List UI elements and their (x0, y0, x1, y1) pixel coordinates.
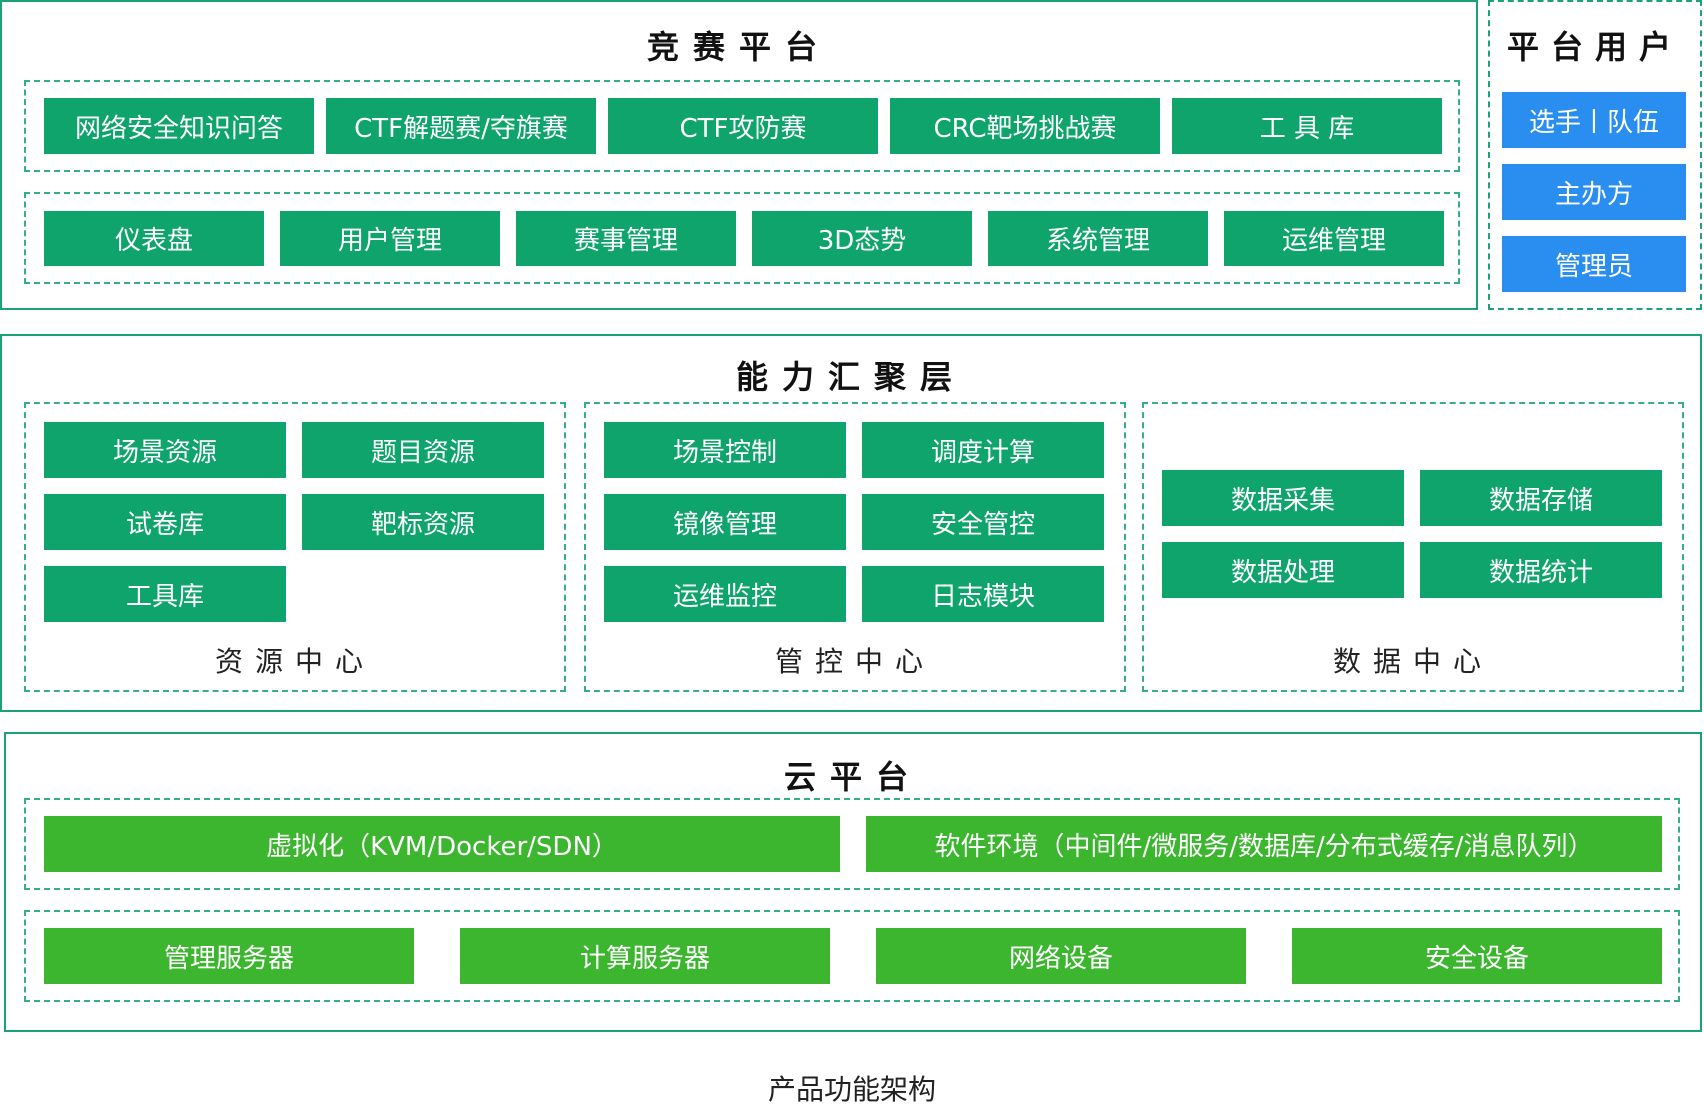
resource-exam-paper[interactable]: 试卷库 (44, 494, 286, 550)
data-storage[interactable]: 数据存储 (1420, 470, 1662, 526)
control-image-management[interactable]: 镜像管理 (604, 494, 846, 550)
module-system-management[interactable]: 系统管理 (988, 211, 1208, 266)
control-log-module[interactable]: 日志模块 (862, 566, 1104, 622)
module-user-management[interactable]: 用户管理 (280, 211, 500, 266)
competition-platform-title: 竞赛平台 (646, 28, 831, 66)
resource-question[interactable]: 题目资源 (302, 422, 544, 478)
competition-row1-group (24, 80, 1460, 172)
capability-layer-title: 能力汇聚层 (735, 358, 966, 396)
user-role-player-team[interactable]: 选手丨队伍 (1502, 92, 1686, 148)
control-scene[interactable]: 场景控制 (604, 422, 846, 478)
module-3d-situation[interactable]: 3D态势 (752, 211, 972, 266)
module-toolkit[interactable]: 工 具 库 (1172, 98, 1442, 154)
module-dashboard[interactable]: 仪表盘 (44, 211, 264, 266)
data-center-label: 数据中心 (1332, 645, 1493, 678)
module-knowledge-quiz[interactable]: 网络安全知识问答 (44, 98, 314, 154)
control-center-group (584, 402, 1126, 692)
module-crc-range-challenge[interactable]: CRC靶场挑战赛 (890, 98, 1160, 154)
cloud-row2-group (24, 910, 1680, 1002)
compute-server-box[interactable]: 计算服务器 (460, 928, 830, 984)
data-collection[interactable]: 数据采集 (1162, 470, 1404, 526)
resource-center-group (24, 402, 566, 692)
management-server-box[interactable]: 管理服务器 (44, 928, 414, 984)
figure-caption: 产品功能架构 (767, 1073, 936, 1106)
security-device-box[interactable]: 安全设备 (1292, 928, 1662, 984)
module-event-management[interactable]: 赛事管理 (516, 211, 736, 266)
resource-target[interactable]: 靶标资源 (302, 494, 544, 550)
resource-scene[interactable]: 场景资源 (44, 422, 286, 478)
data-center-group (1142, 402, 1684, 692)
capability-layer-panel (0, 334, 1702, 712)
cloud-platform-panel (4, 732, 1702, 1032)
module-ctf-attack-defense[interactable]: CTF攻防赛 (608, 98, 878, 154)
platform-users-title: 平台用户 (1506, 28, 1683, 66)
cloud-platform-title: 云平台 (783, 758, 922, 796)
control-scheduling[interactable]: 调度计算 (862, 422, 1104, 478)
control-security[interactable]: 安全管控 (862, 494, 1104, 550)
user-role-administrator[interactable]: 管理员 (1502, 236, 1686, 292)
user-role-organizer[interactable]: 主办方 (1502, 164, 1686, 220)
cloud-row1-group (24, 798, 1680, 890)
control-ops-monitoring[interactable]: 运维监控 (604, 566, 846, 622)
control-center-label: 管控中心 (774, 645, 935, 678)
platform-users-panel (1488, 0, 1702, 310)
data-statistics[interactable]: 数据统计 (1420, 542, 1662, 598)
data-processing[interactable]: 数据处理 (1162, 542, 1404, 598)
competition-row2-group (24, 192, 1460, 284)
module-ops-management[interactable]: 运维管理 (1224, 211, 1444, 266)
virtualization-box[interactable]: 虚拟化（KVM/Docker/SDN） (44, 816, 840, 872)
resource-center-label: 资源中心 (214, 645, 375, 678)
software-environment-box[interactable]: 软件环境（中间件/微服务/数据库/分布式缓存/消息队列） (866, 816, 1662, 872)
competition-platform-panel (0, 0, 1478, 310)
resource-toolkit[interactable]: 工具库 (44, 566, 286, 622)
network-device-box[interactable]: 网络设备 (876, 928, 1246, 984)
module-ctf-jeopardy[interactable]: CTF解题赛/夺旗赛 (326, 98, 596, 154)
